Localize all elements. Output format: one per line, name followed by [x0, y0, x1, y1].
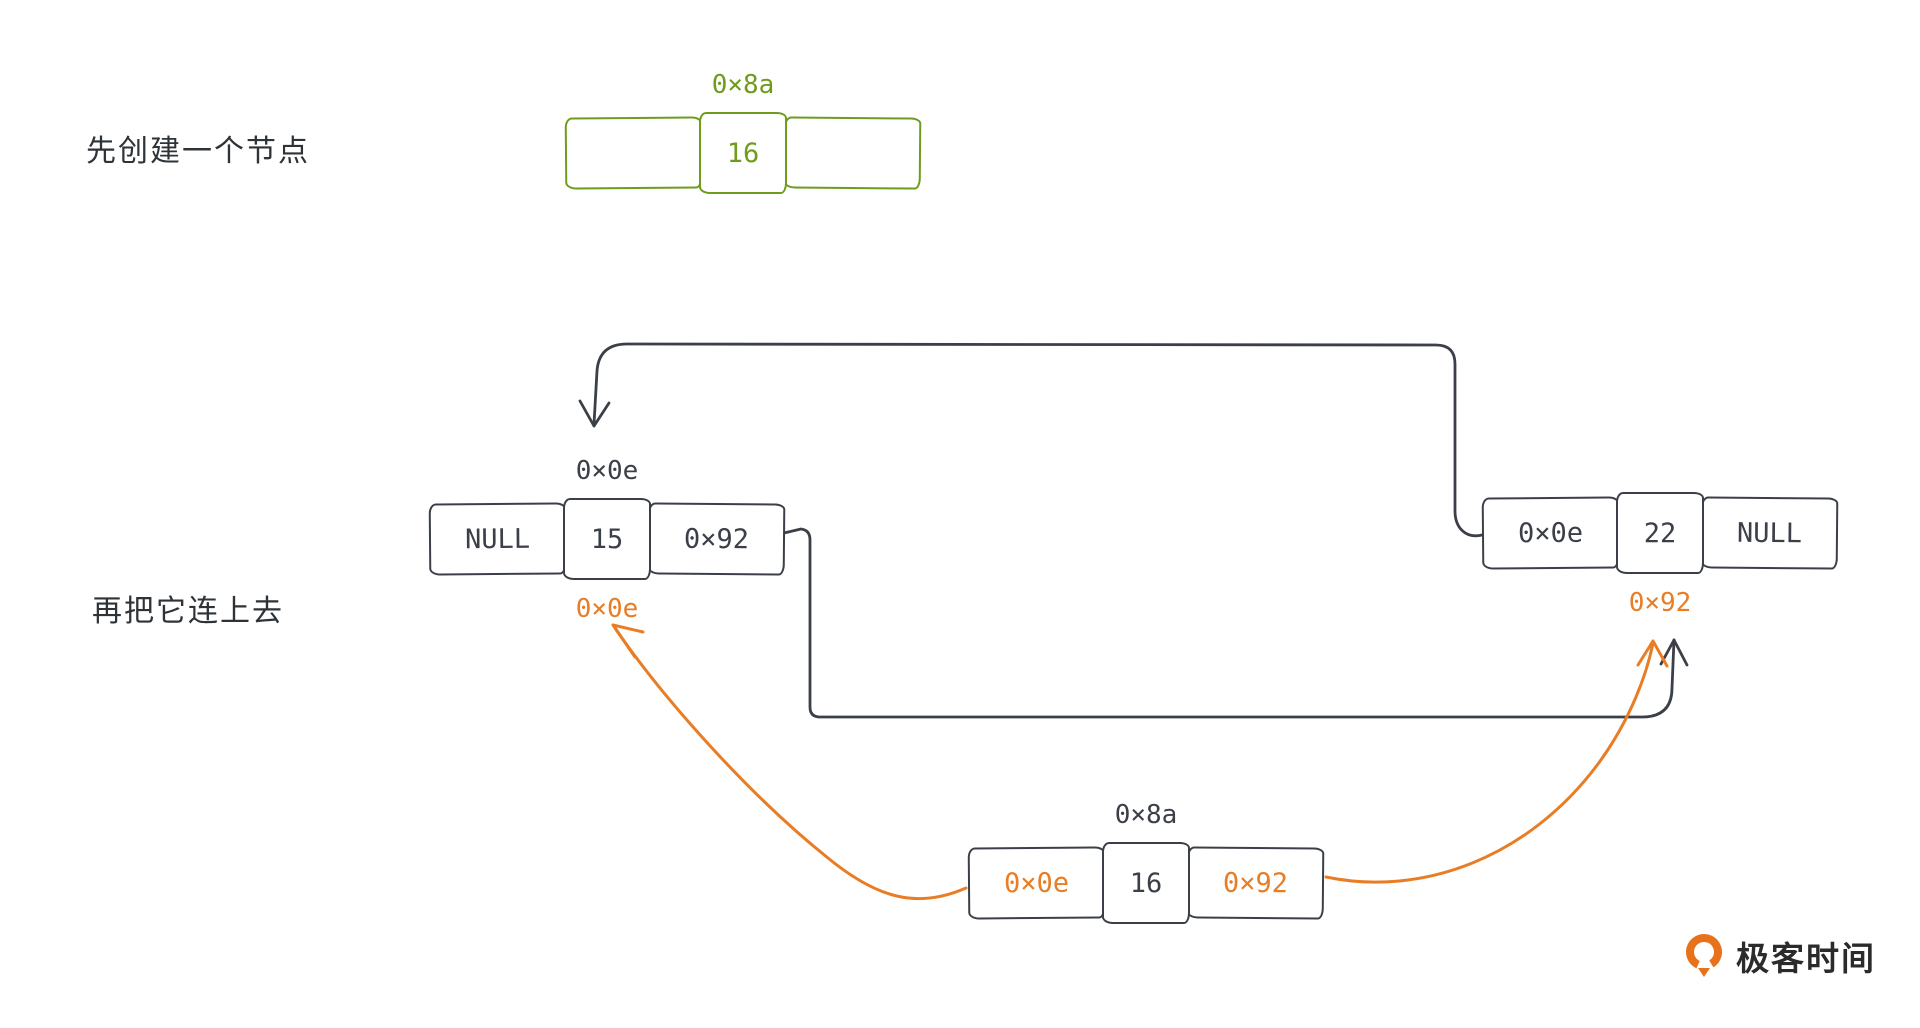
- node-new-linked: 0×8a 0×0e 16 0×92: [967, 800, 1325, 924]
- node-new-initial-prev-cell: [564, 116, 703, 190]
- node-new-initial: 0×8a 16: [564, 70, 922, 194]
- step1-label: 先创建一个节点: [86, 135, 310, 168]
- node-right-pointer-label: 0×92: [1628, 588, 1692, 618]
- node-new-linked-value-cell: 16: [1102, 842, 1190, 924]
- node-new-linked-next-cell: 0×92: [1186, 846, 1325, 920]
- node-new-initial-address: 0×8a: [711, 70, 775, 100]
- node-left-value-cell: 15: [563, 498, 651, 580]
- node-left-next-cell: 0×92: [647, 502, 786, 576]
- node-right: 0×0e 22 NULL 0×92: [1481, 492, 1839, 618]
- node-new-linked-prev-cell: 0×0e: [967, 846, 1106, 920]
- arrow-right-prev-to-left-address-head: [578, 399, 611, 428]
- geektime-logo-text: 极客时间: [1736, 940, 1876, 977]
- node-new-initial-next-cell: [783, 116, 922, 190]
- arrow-left-next-to-right-label: [782, 527, 1676, 719]
- arrow-new-prev-to-left-pointer: [613, 626, 968, 901]
- node-new-linked-address: 0×8a: [1114, 800, 1178, 830]
- node-left-pointer-label: 0×0e: [575, 594, 639, 624]
- node-right-prev-cell: 0×0e: [1481, 496, 1620, 570]
- geektime-logo-icon: [1686, 934, 1722, 977]
- node-left-prev-cell: NULL: [428, 502, 567, 576]
- arrow-new-prev-to-left-pointer-head: [611, 623, 645, 659]
- node-right-value-cell: 22: [1616, 492, 1704, 574]
- arrow-new-next-to-right-pointer: [1324, 641, 1655, 884]
- step2-label: 再把它连上去: [92, 595, 284, 628]
- node-left-address: 0×0e: [575, 456, 639, 486]
- arrow-new-next-to-right-pointer-head: [1636, 639, 1669, 668]
- geektime-brand: 极客时间: [1682, 932, 1876, 980]
- node-right-next-cell: NULL: [1700, 496, 1839, 570]
- node-left: 0×0e NULL 15 0×92 0×0e: [428, 456, 786, 624]
- node-new-initial-value-cell: 16: [699, 112, 787, 194]
- arrow-right-prev-to-left-address: [592, 342, 1484, 538]
